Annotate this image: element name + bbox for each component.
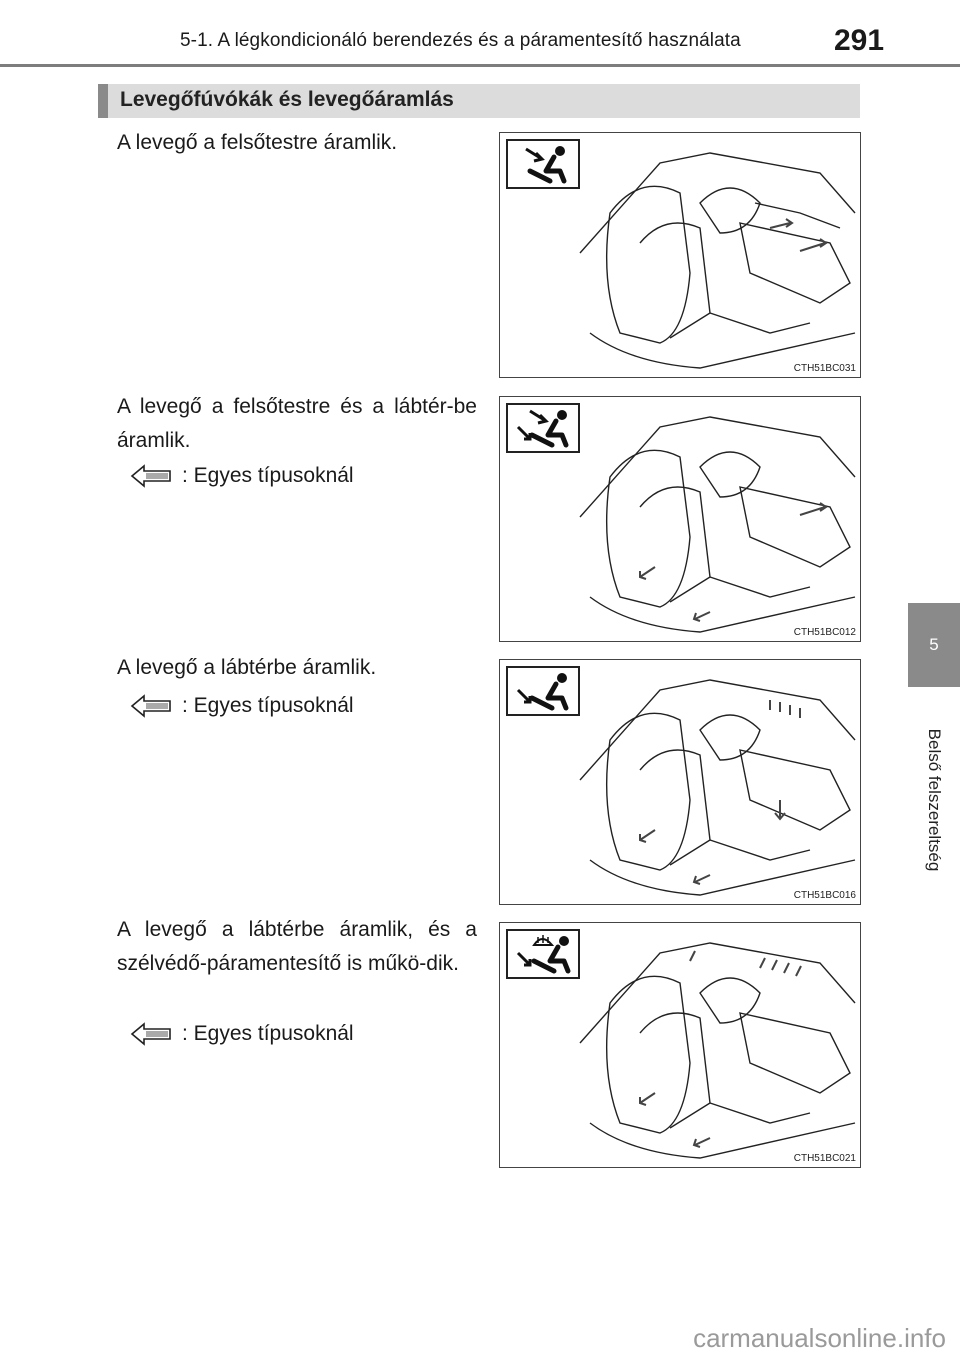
- car-interior-illustration: [579, 152, 856, 369]
- airflow-description-3: A levegő a lábtérbe áramlik.: [117, 656, 377, 679]
- figure-code: CTH51BC016: [793, 890, 856, 901]
- airflow-figure-3: CTH51BC016: [499, 659, 861, 905]
- section-title: Levegőfúvókák és levegőáramlás: [120, 88, 454, 111]
- face-vent-icon: [506, 139, 580, 189]
- foot-vent-icon: [506, 666, 580, 716]
- car-interior-illustration: [579, 679, 856, 896]
- airflow-description-4: A levegő a lábtérbe áramlik, és a szélvé…: [117, 918, 477, 975]
- airflow-arrow-icon: [130, 694, 171, 718]
- airflow-description-1: A levegő a felsőtestre áramlik.: [117, 131, 398, 154]
- airflow-figure-2: CTH51BC012: [499, 396, 861, 642]
- chapter-label: Belső felszereltség: [925, 728, 944, 872]
- airflow-figure-4: CTH51BC021: [499, 922, 861, 1168]
- car-interior-illustration: [579, 942, 856, 1159]
- model-note-text: : Egyes típusoknál: [182, 464, 354, 487]
- airflow-figure-1: CTH51BC031: [499, 132, 861, 378]
- page-number: 291: [834, 24, 885, 57]
- airflow-arrow-icon: [130, 1022, 171, 1046]
- car-interior-illustration: [579, 416, 856, 633]
- model-note-text: : Egyes típusoknál: [182, 694, 354, 717]
- airflow-arrow-icon: [130, 464, 171, 488]
- model-note-text: : Egyes típusoknál: [182, 1022, 354, 1045]
- running-header-title: 5-1. A légkondicionáló berendezés és a p…: [180, 30, 741, 51]
- figure-code: CTH51BC031: [793, 363, 856, 374]
- watermark: carmanualsonline.info: [693, 1323, 946, 1353]
- figure-code: CTH51BC012: [793, 627, 856, 638]
- foot-defrost-vent-icon: [506, 929, 580, 979]
- bi-level-vent-icon: [506, 403, 580, 453]
- chapter-tab: 5: [908, 603, 960, 687]
- section-heading: Levegőfúvókák és levegőáramlás: [98, 84, 860, 118]
- airflow-description-2: A levegő a felsőtestre és a lábtér-be ár…: [117, 395, 477, 452]
- figure-code: CTH51BC021: [793, 1153, 856, 1164]
- header-divider: [0, 64, 960, 67]
